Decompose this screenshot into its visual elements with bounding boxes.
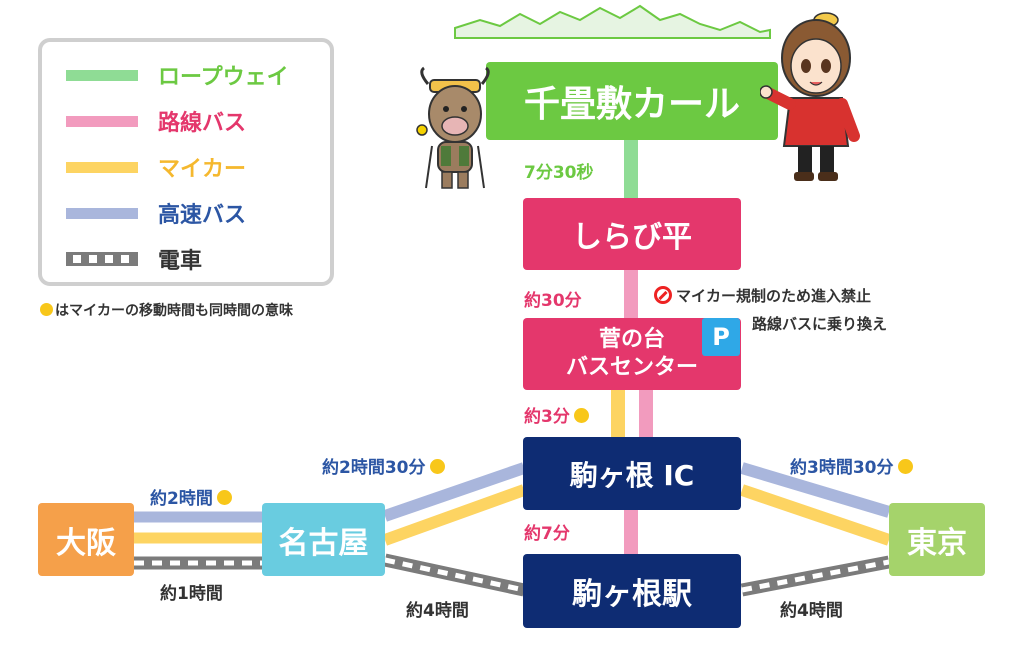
legend-note-text: はマイカーの移動時間も同時間の意味 xyxy=(55,303,293,319)
legend-car-label: マイカー xyxy=(158,157,247,182)
city-tokyo[interactable]: 東京 xyxy=(889,503,985,576)
mountain-silhouette xyxy=(454,4,771,39)
car-line-nagoya-ic xyxy=(382,484,527,546)
yellow-dot-icon xyxy=(897,459,913,474)
time-tokyo-station-train-text: 約4時間 xyxy=(780,601,843,621)
notice-line-1: マイカー規制のため進入禁止 xyxy=(676,287,872,305)
legend-highway-swatch xyxy=(66,207,138,219)
yellow-dot-icon xyxy=(429,459,445,474)
legend-highway-label: 高速バス xyxy=(158,203,247,228)
station-komagane-label: 駒ヶ根駅 xyxy=(572,577,692,612)
legend-train-label: 電車 xyxy=(158,249,203,274)
time-osaka-nagoya-car-text: 約2時間 xyxy=(150,489,213,509)
city-nagoya-label: 名古屋 xyxy=(278,525,369,561)
station-senjojiki[interactable]: 千畳敷カール xyxy=(486,62,778,140)
time-osaka-nagoya-train-text: 約1時間 xyxy=(160,584,223,604)
parking-badge: P xyxy=(702,318,740,356)
legend-ropeway: ロープウェイ xyxy=(66,60,289,90)
station-komagane-ic-label: 駒ヶ根 IC xyxy=(569,458,695,492)
city-osaka-label: 大阪 xyxy=(56,525,116,561)
legend-ropeway-label: ロープウェイ xyxy=(158,65,289,90)
notice-line-2-wrap: 路線バスに乗り換え xyxy=(752,313,887,334)
legend-train: 電車 xyxy=(66,244,202,274)
time-nagoya-station-train-text: 約4時間 xyxy=(406,601,469,621)
station-suganodai-label-1: 菅の台 xyxy=(598,327,665,352)
time-tokyo-ic-text: 約3時間30分 xyxy=(790,458,894,478)
city-osaka[interactable]: 大阪 xyxy=(38,503,134,576)
time-ic-station: 約7分 xyxy=(524,519,570,544)
train-line-tokyo-station-ties xyxy=(741,559,890,593)
time-tokyo-ic: 約3時間30分 xyxy=(790,453,913,478)
yellow-dot-icon xyxy=(573,408,589,423)
time-osaka-nagoya-train: 約1時間 xyxy=(160,579,223,604)
no-entry-icon xyxy=(654,286,672,304)
time-shirabi-suganodai: 約30分 xyxy=(524,286,582,311)
yellow-dot-icon xyxy=(216,490,232,505)
time-suganodai-ic-text: 約3分 xyxy=(524,407,570,427)
legend-train-swatch xyxy=(66,252,138,266)
yellow-dot-icon xyxy=(40,303,53,316)
time-shirabi-suganodai-text: 約30分 xyxy=(524,291,582,311)
legend-note: はマイカーの移動時間も同時間の意味 xyxy=(40,300,293,320)
city-nagoya[interactable]: 名古屋 xyxy=(262,503,385,576)
city-tokyo-label: 東京 xyxy=(907,525,967,561)
legend-car-swatch xyxy=(66,161,138,173)
station-komagane[interactable]: 駒ヶ根駅 xyxy=(523,554,741,628)
station-senjojiki-label: 千畳敷カール xyxy=(523,84,740,125)
station-shirabidaira-label: しらび平 xyxy=(572,220,692,255)
station-komagane-ic[interactable]: 駒ヶ根 IC xyxy=(523,437,741,510)
notice-line-2: 路線バスに乗り換え xyxy=(752,315,888,333)
car-line-tokyo-ic xyxy=(740,484,891,546)
time-ropeway: 7分30秒 xyxy=(524,158,594,183)
time-nagoya-ic-text: 約2時間30分 xyxy=(322,458,426,478)
time-suganodai-ic: 約3分 xyxy=(524,402,589,427)
train-line-nagoya-station-ties xyxy=(384,557,525,593)
parking-icon: P xyxy=(712,323,730,351)
highway-line-nagoya-ic xyxy=(383,462,526,522)
legend-bus-label: 路線バス xyxy=(158,111,247,136)
time-nagoya-ic: 約2時間30分 xyxy=(322,453,445,478)
time-tokyo-station-train: 約4時間 xyxy=(780,596,843,621)
time-ic-station-text: 約7分 xyxy=(524,524,570,544)
legend-bus-swatch xyxy=(66,115,138,127)
station-shirabidaira[interactable]: しらび平 xyxy=(523,198,741,270)
time-osaka-nagoya-car: 約2時間 xyxy=(150,484,232,509)
mascot-character-left xyxy=(416,66,490,189)
station-suganodai-label-2: バスセンター xyxy=(565,355,698,380)
legend-car: マイカー xyxy=(66,152,246,182)
mascot-character-right xyxy=(760,12,860,181)
notice: マイカー規制のため進入禁止 xyxy=(654,285,871,306)
time-nagoya-station-train: 約4時間 xyxy=(406,596,469,621)
time-ropeway-text: 7分30秒 xyxy=(524,163,594,183)
legend-highway: 高速バス xyxy=(66,198,246,228)
legend-bus: 路線バス xyxy=(66,106,246,136)
legend: ロープウェイ 路線バス マイカー 高速バス 電車 xyxy=(38,38,334,286)
highway-line-tokyo-ic xyxy=(740,462,891,518)
legend-ropeway-swatch xyxy=(66,69,138,81)
